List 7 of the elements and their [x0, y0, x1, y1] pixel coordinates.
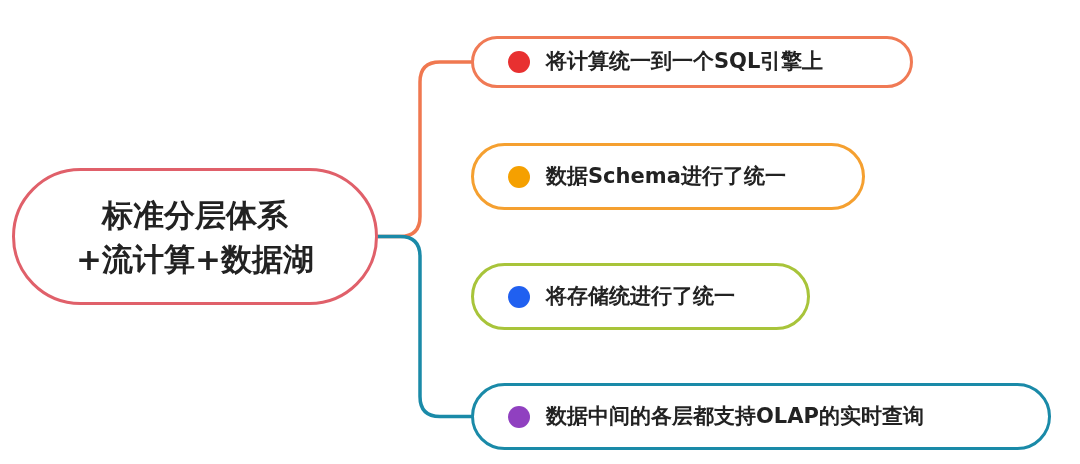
topic-text: 标准分层体系+流计算+数据湖 [75, 195, 315, 279]
branch-text: 将存储统进行了统一 [546, 282, 735, 310]
branch-text: 数据Schema进行了统一 [546, 162, 786, 190]
branch-text: 将计算统一到一个SQL引擎上 [546, 48, 824, 76]
branch-text: 数据中间的各层都支持OLAP的实时查询 [546, 402, 924, 430]
branch-connector [376, 234, 473, 419]
branch-pill [471, 36, 913, 88]
